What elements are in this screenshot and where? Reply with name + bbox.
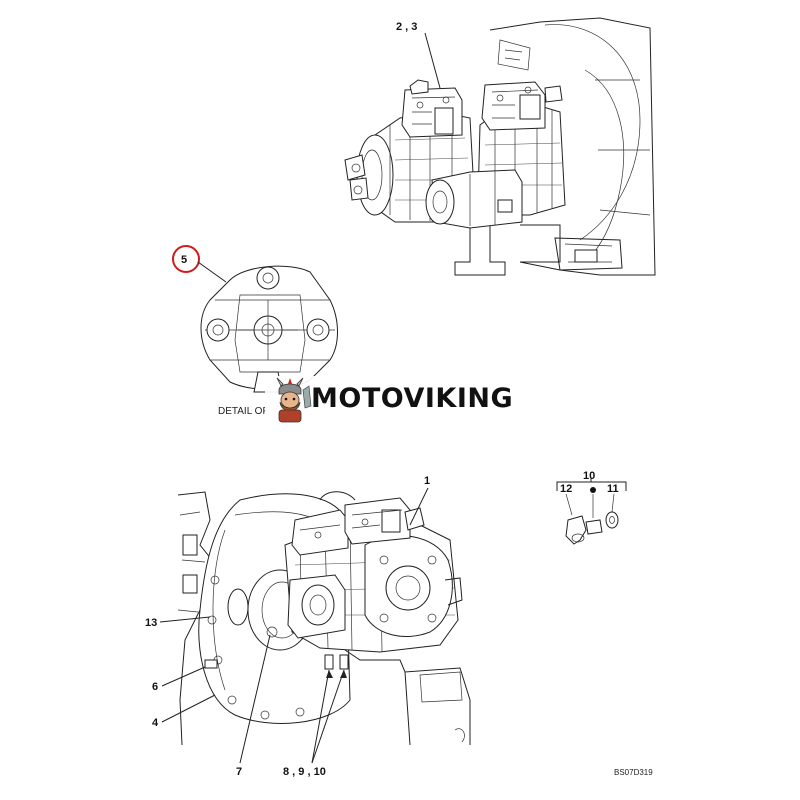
highlight-circle-5 xyxy=(172,245,200,273)
fitting-group xyxy=(556,478,627,545)
callout-fitting-group: 10 xyxy=(583,470,595,482)
top-pump-assembly xyxy=(344,17,656,276)
callout-fitting-12: 12 xyxy=(560,483,572,495)
callout-pump: 1 xyxy=(424,475,430,487)
callout-fitting-11: 11 xyxy=(607,483,619,495)
leader-13 xyxy=(159,616,211,623)
coupling-detail xyxy=(200,265,338,393)
callout-4: 4 xyxy=(152,717,159,729)
callout-7: 7 xyxy=(236,766,242,778)
callout-8-9-10: 8 , 9 , 10 xyxy=(283,766,326,778)
leader-top-assembly xyxy=(424,32,441,89)
leader-pump xyxy=(409,487,429,526)
viking-mascot-icon xyxy=(276,377,312,423)
callout-6: 6 xyxy=(152,681,158,693)
callout-top-assembly: 2 , 3 xyxy=(396,21,417,33)
detail-label: DETAIL OF xyxy=(218,406,269,417)
leader-9 xyxy=(311,669,345,764)
leader-coupling xyxy=(197,261,227,283)
drawing-code: BS07D319 xyxy=(614,768,653,777)
motoviking-watermark: MOTOVIKING xyxy=(265,376,535,424)
leader-4 xyxy=(161,694,216,723)
callout-13: 13 xyxy=(145,617,157,629)
leader-7 xyxy=(239,634,271,764)
leader-8 xyxy=(311,669,330,764)
bottom-pump-assembly xyxy=(177,491,471,746)
callout-coupling: 5 xyxy=(181,254,187,266)
leader-6 xyxy=(161,666,206,687)
brand-name: MOTOVIKING xyxy=(311,383,514,414)
